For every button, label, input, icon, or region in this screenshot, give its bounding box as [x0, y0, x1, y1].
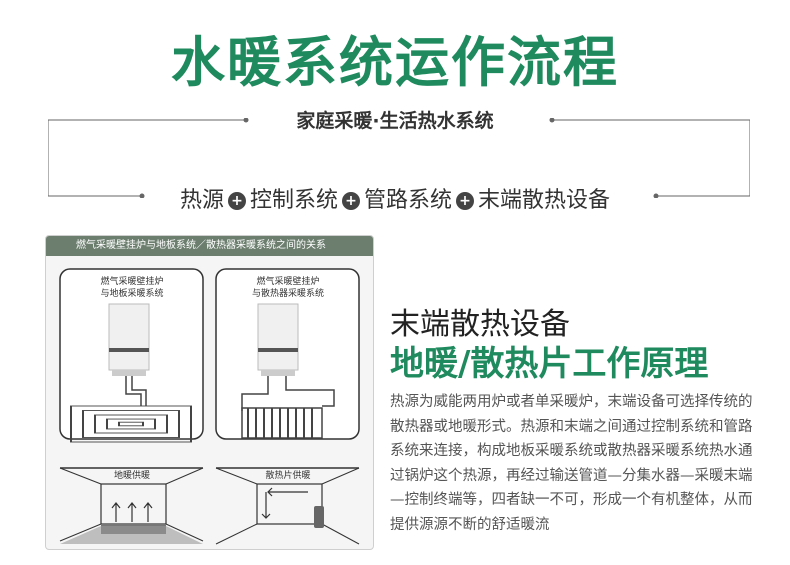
bracket-frame: [48, 118, 750, 198]
floor-heating-room: [59, 467, 204, 544]
radiator-heating-room: [215, 467, 360, 545]
plus-circle-icon: +: [456, 192, 475, 210]
component-terminal-device: 末端散热设备: [478, 188, 611, 213]
floor-coil-icon: [70, 405, 192, 443]
caption-line-2: 地暖/散热片工作原理: [390, 344, 709, 384]
plus-circle-icon: +: [342, 192, 360, 210]
caption-line-1: 末端散热设备: [390, 307, 570, 342]
floor-heating-label: 地暖供暖: [114, 469, 150, 481]
right-label-2: 与散热器采暖系统: [252, 287, 324, 299]
left-label-1: 燃气采暖壁挂炉: [100, 275, 163, 287]
component-list: 热源+控制系统+管路系统+末端散热设备: [0, 182, 790, 214]
radiator-heating-label: 散热片供暖: [265, 469, 310, 481]
radiator-icon: [241, 407, 323, 439]
boiler-icon: [108, 303, 150, 371]
subtitle: 家庭采暖·生活热水系统: [296, 110, 494, 132]
component-piping-system: 管路系统: [364, 188, 453, 213]
page-title: 水暖系统运作流程: [171, 31, 619, 94]
left-label-2: 与地板采暖系统: [100, 287, 163, 299]
panel-heading: 燃气采暖壁挂炉与地板系统／散热器采暖系统之间的关系: [46, 236, 373, 256]
component-control-system: 控制系统: [249, 188, 338, 213]
plus-circle-icon: +: [227, 192, 246, 210]
description-text: 热源为威能两用炉或者单采暖炉，末端设备可选择传统的散热器或地暖形式。热源和末端之…: [390, 394, 753, 533]
heating-diagram: 燃气采暖壁挂炉 与地板采暖系统 燃气采暖壁挂炉 与散热器采暖系统: [59, 268, 360, 545]
right-label-1: 燃气采暖壁挂炉: [256, 275, 319, 287]
system-diagram-panel: 燃气采暖壁挂炉与地板系统／散热器采暖系统之间的关系 燃气采暖壁挂炉 与地板采暖系…: [45, 235, 374, 550]
component-heat-source: 热源: [179, 188, 224, 213]
boiler-icon: [257, 303, 299, 371]
